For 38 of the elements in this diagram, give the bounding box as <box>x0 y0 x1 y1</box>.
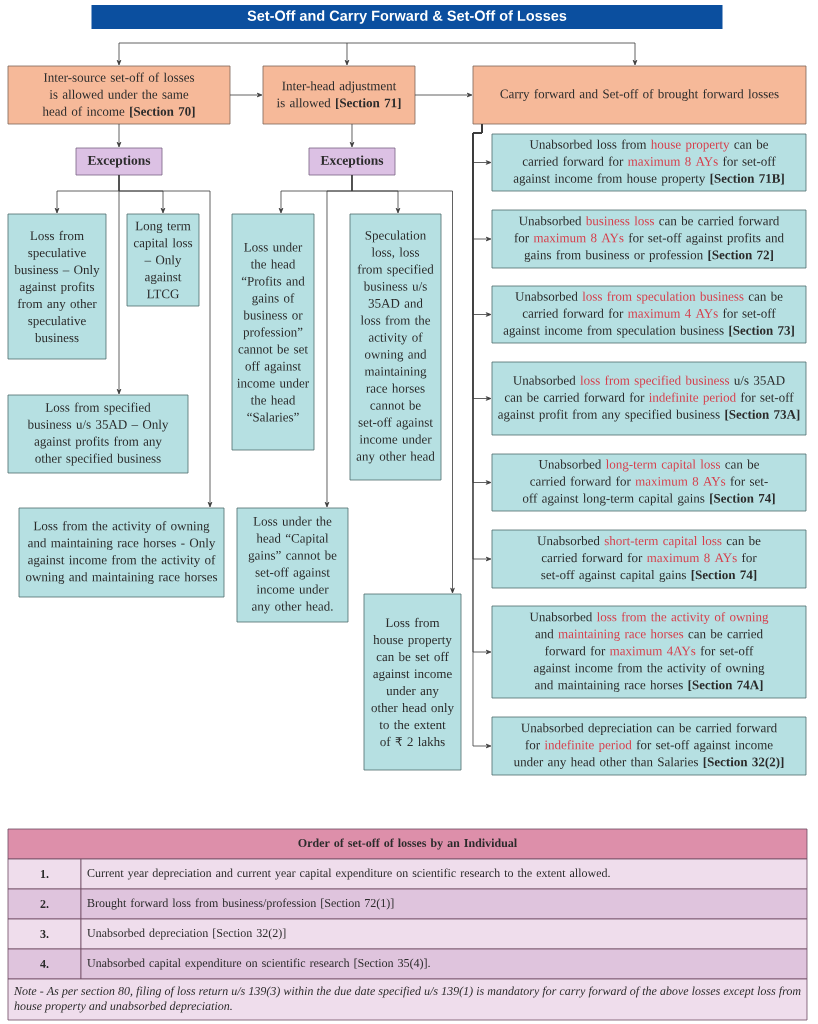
table-header: Order of set-off of losses by an Individual <box>7 828 808 860</box>
note-cell: Note - As per section 80, filing of loss return u/s 139(3) within the due date specified u/s 139(1) is mandatory for carry forward of the above losses except loss from house property and unabsorbed depreciation. <box>7 978 808 1021</box>
info-box: Unabsorbed loss from house property can be carried forward for maximum 8 AYs for set-off against income from house property [Section 71B] <box>491 133 807 192</box>
row-number: 4. <box>7 948 82 980</box>
arrow <box>344 42 350 66</box>
info-box: Loss from specified business u/s 35AD – Only against profits from any other specified business <box>7 394 189 474</box>
row-number: 2. <box>7 888 82 920</box>
info-box: Unabsorbed long-term capital loss can be carried forward for maximum 8 AYs for set-off against long-term capital gains [Section 74] <box>491 453 807 512</box>
info-box: Unabsorbed loss from speculation business can be carried forward for maximum 4 AYs for set-off against income from speculation business [Section 73] <box>491 285 807 344</box>
arrow <box>116 42 348 66</box>
category-box: Exceptions <box>308 147 396 176</box>
title-bar: Set-Off and Carry Forward & Set-Off of Losses <box>91 5 723 29</box>
info-box: Unabsorbed loss from specified business u/s 35AD can be carried forward for indefinite period for set-off against profit from any specified business [Section 73A] <box>491 361 807 436</box>
process-box: Inter-source set-off of losses is allowed under the same head of income [Section 70] <box>7 65 231 125</box>
info-box: Unabsorbed short-term capital loss can be carried forward for maximum 8 AYs for set-off against capital gains [Section 74] <box>491 529 807 589</box>
arrow <box>229 92 263 98</box>
info-box: Speculation loss, loss from specified business u/s 35AD and loss from the activity of owning and maintaining race horses cannot be set-off against income under any other head <box>349 213 442 481</box>
arrow <box>346 42 638 66</box>
info-box: Loss from speculative business – Only against profits from any other speculative business <box>7 213 107 360</box>
row-number: 3. <box>7 918 82 950</box>
row-number: 1. <box>7 858 82 890</box>
arrow <box>349 123 355 148</box>
arrow <box>472 123 492 749</box>
info-box: Unabsorbed loss from the activity of owning and maintaining race horses can be carried forward for maximum 4AYs for set-off against income from the activity of owning and maintaining race horses [Section 74A] <box>491 605 807 699</box>
arrow <box>414 92 473 98</box>
info-box: Loss under the head “Profits and gains of business or profession” cannot be set off against income under the head “Salaries” <box>231 213 315 451</box>
process-box: Carry forward and Set-off of brought forward losses <box>472 65 807 125</box>
info-box: Loss from house property can be set off against income under any other head only to the extent of ₹ 2 lakhs <box>363 593 462 771</box>
arrow <box>116 123 122 148</box>
arrow <box>351 174 455 594</box>
info-box: Long term capital loss – Only against LTCG <box>126 213 200 307</box>
info-box: Loss under the head “Capital gains” cannot be set-off against income under any other head. <box>236 507 349 623</box>
process-box: Inter-head adjustment is allowed [Section 71] <box>262 65 416 125</box>
info-box: Unabsorbed depreciation can be carried forward for indefinite period for set-off against income under any head other than Salaries [Section 32(2)] <box>491 716 807 776</box>
info-box: Loss from the activity of owning and maintaining race horses - Only against income from the activity of owning and maintaining race horses <box>18 507 225 598</box>
category-box: Exceptions <box>75 147 163 176</box>
arrow <box>118 174 213 508</box>
info-box: Unabsorbed business loss can be carried forward for maximum 8 AYs for set-off against profits and gains from business or profession [Section 72] <box>491 209 807 269</box>
